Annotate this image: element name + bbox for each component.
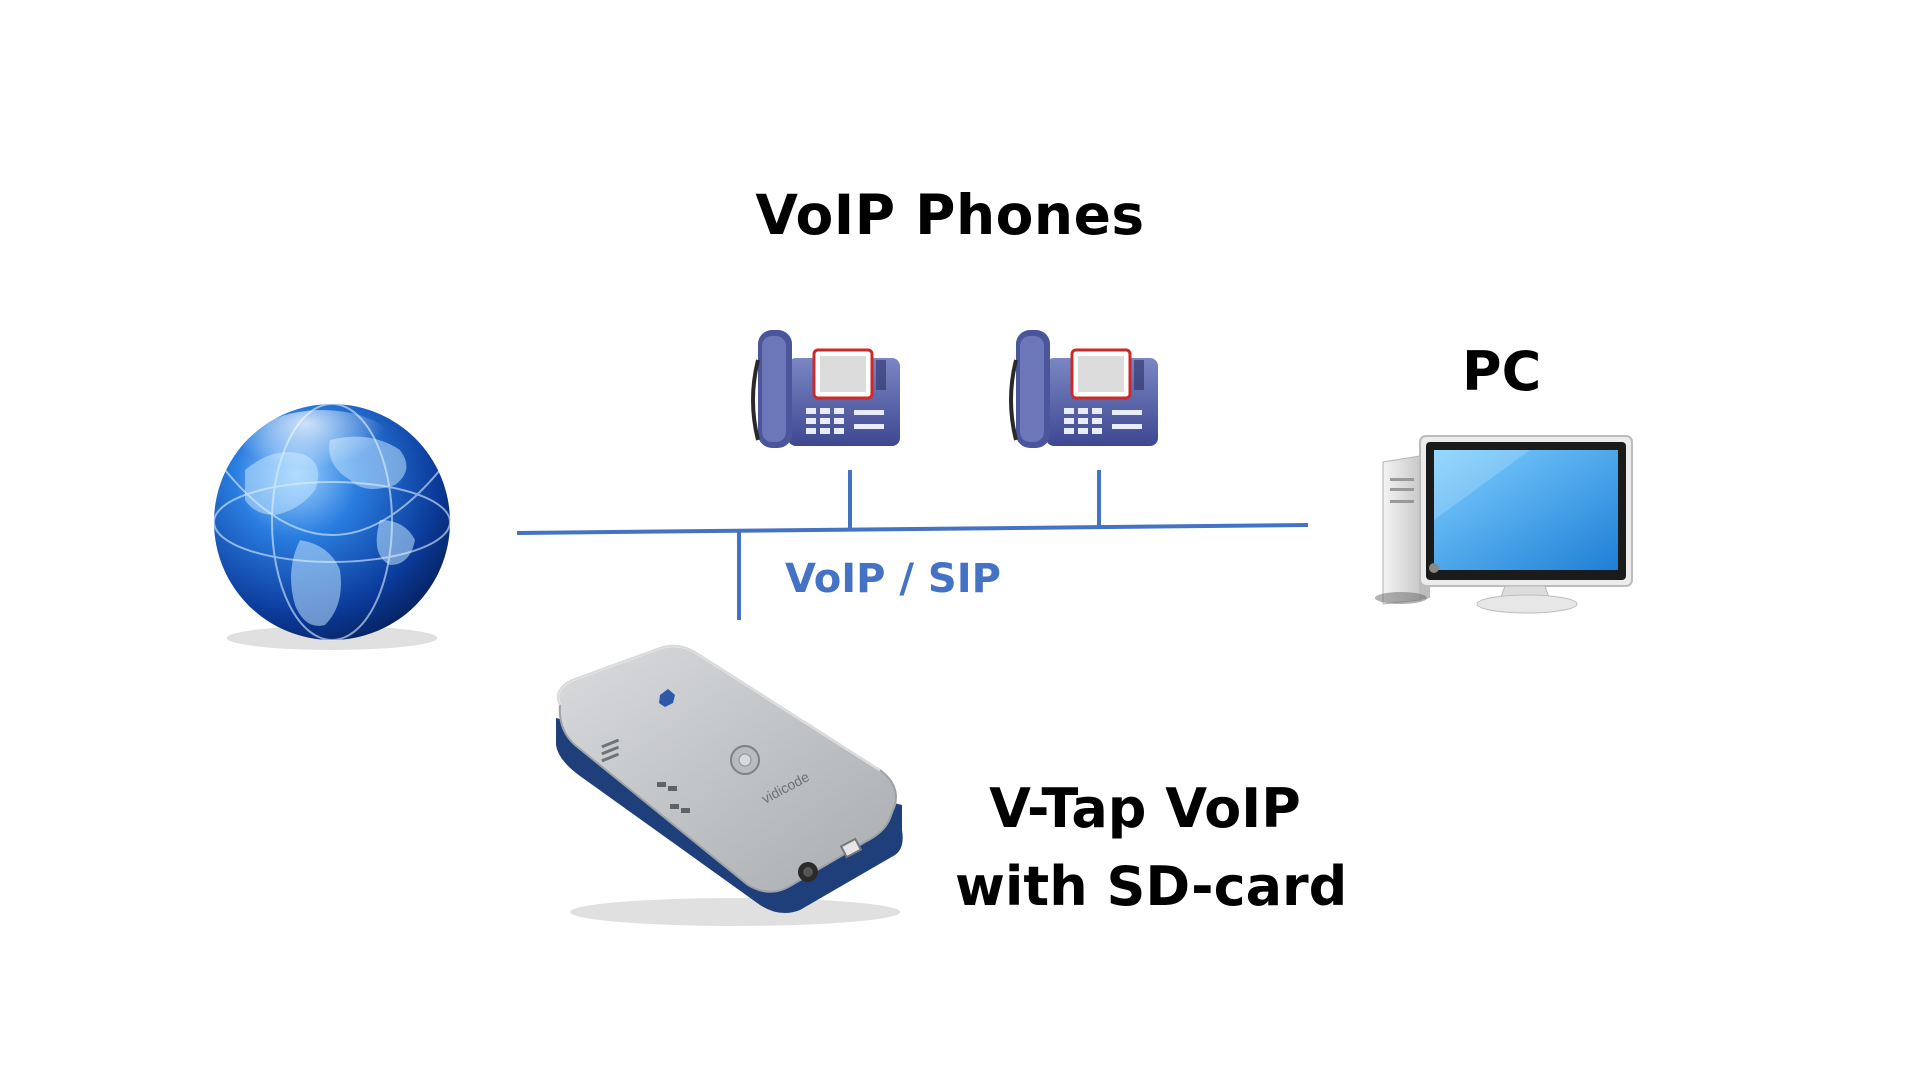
pc-label: PC <box>1462 340 1542 403</box>
protocol-label: VoIP / SIP <box>785 556 1001 602</box>
desktop-pc-icon <box>1375 435 1633 614</box>
voip-phone-icon <box>751 330 900 448</box>
vtap-recorder-label: V-Tap VoIP with SD-card <box>955 770 1348 926</box>
vtap-recorder-icon: vidicode <box>556 644 903 926</box>
vtap-label-line2: with SD-card <box>955 855 1348 918</box>
network-lines <box>516 470 1309 620</box>
network-bus-line <box>516 523 1309 535</box>
voip-phone-icon <box>1009 330 1158 448</box>
globe-icon <box>213 403 451 650</box>
voip-phones-title: VoIP Phones <box>755 183 1145 247</box>
vtap-label-line1: V-Tap VoIP <box>989 777 1301 840</box>
